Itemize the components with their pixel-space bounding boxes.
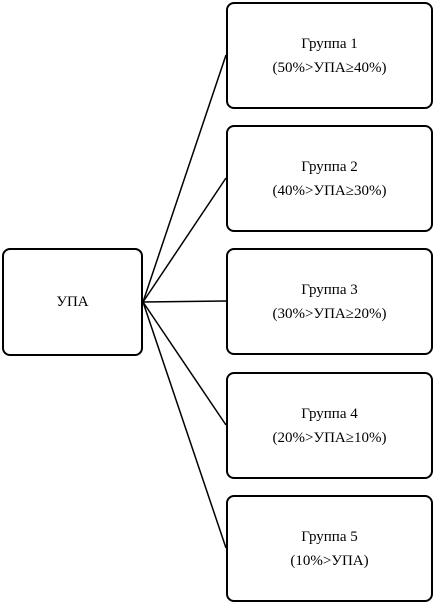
group-title: Группа 4: [301, 405, 358, 422]
group-range: (20%>УПА≥10%): [272, 429, 387, 446]
group-title: Группа 2: [301, 158, 358, 175]
group-node-4: Группа 4 (20%>УПА≥10%): [226, 372, 433, 479]
group-title: Группа 5: [301, 528, 358, 545]
connector-group-5: [142, 301, 227, 549]
connector-group-2: [142, 177, 227, 303]
root-node: УПА: [2, 248, 143, 356]
group-range: (50%>УПА≥40%): [272, 59, 387, 76]
group-node-3: Группа 3 (30%>УПА≥20%): [226, 248, 433, 355]
group-range: (30%>УПА≥20%): [272, 305, 387, 322]
root-label: УПА: [56, 294, 89, 310]
group-title: Группа 1: [301, 35, 358, 52]
connector-group-1: [142, 54, 227, 303]
connector-group-4: [142, 301, 227, 426]
group-range: (10%>УПА): [290, 552, 369, 569]
group-node-1: Группа 1 (50%>УПА≥40%): [226, 2, 433, 109]
group-title: Группа 3: [301, 281, 358, 298]
group-node-5: Группа 5 (10%>УПА): [226, 495, 433, 602]
connector-group-3: [142, 300, 227, 303]
group-range: (40%>УПА≥30%): [272, 182, 387, 199]
group-node-2: Группа 2 (40%>УПА≥30%): [226, 125, 433, 232]
